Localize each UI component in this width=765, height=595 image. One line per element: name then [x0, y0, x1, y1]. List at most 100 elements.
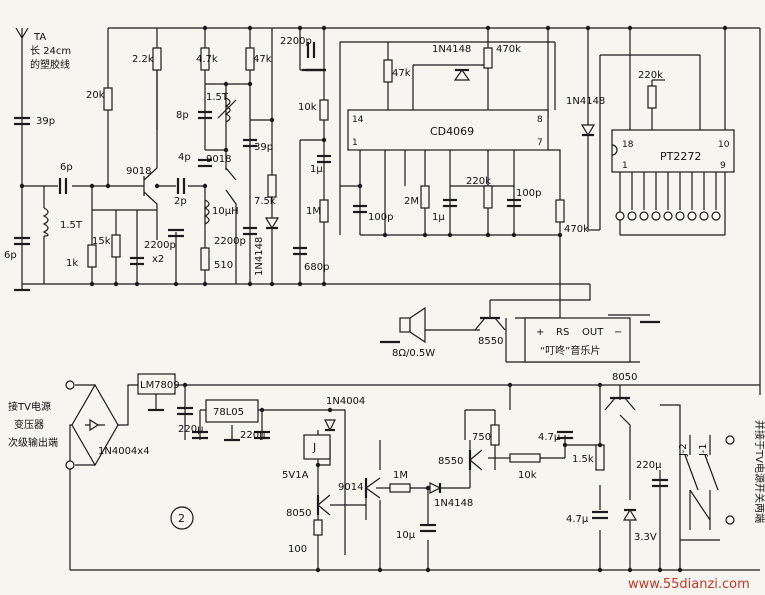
label-r10k-a: 10k: [298, 102, 317, 113]
junction-dots: [19, 25, 728, 573]
label-j2: J-2: [678, 443, 689, 457]
label-pin1: 1: [352, 138, 358, 148]
label-c220u-b: 220μ: [240, 430, 266, 441]
label-q8050-b: 8050: [612, 372, 637, 383]
label-c680p: 680p: [304, 262, 329, 273]
antenna-symbol: [15, 27, 29, 40]
label-r220k-b: 220k: [638, 70, 663, 81]
label-c4-7u-a: 4.7μ: [538, 432, 561, 443]
cd4069-ic: [347, 109, 549, 151]
pt2272-pin-circles: [615, 211, 721, 221]
label-c6p-left: 6p: [4, 250, 17, 261]
label-r2-2k: 2.2k: [132, 54, 154, 65]
resistor-symbols: [87, 47, 657, 536]
label-d1n4148-a: 1N4148: [254, 237, 265, 276]
input-note-1: 接TV电源: [8, 400, 51, 413]
label-c220u-a: 220μ: [178, 424, 204, 435]
label-lm7809: LM7809: [140, 380, 180, 391]
label-pin8: 8: [537, 115, 543, 125]
label-d1n4004: 1N4004: [326, 396, 365, 407]
label-l10uh: 10μH: [212, 206, 239, 217]
coil-symbols: [42, 97, 237, 237]
label-r100: 100: [288, 544, 307, 555]
label-r470k-b: 470k: [564, 224, 589, 235]
label-q9018-b: 9018: [206, 154, 231, 165]
label-c39p-b: 39p: [254, 142, 273, 153]
label-pin1b: 1: [622, 161, 628, 171]
label-music-minus: −: [614, 327, 622, 338]
regulators: [137, 373, 259, 423]
label-music-rs: RS: [556, 327, 569, 338]
label-c4-7u-b: 4.7μ: [566, 514, 589, 525]
label-d1n4148-d: 1N4148: [434, 498, 473, 509]
upper-wires: [21, 27, 761, 395]
label-c220u-c: 220μ: [636, 460, 662, 471]
label-d1n4148-c: 1N4148: [566, 96, 605, 107]
antenna-label-3: 的塑胶线: [30, 58, 70, 71]
label-c39p: 39p: [36, 116, 55, 127]
label-pin7: 7: [537, 138, 543, 148]
label-q8050-a: 8050: [286, 508, 311, 519]
label-pin14: 14: [352, 115, 364, 125]
label-r1m-b: 1M: [393, 470, 408, 481]
label-c100p-b: 100p: [516, 188, 541, 199]
label-coil-1-5t: 1.5T: [206, 92, 229, 103]
label-cd4069: CD4069: [430, 125, 474, 138]
antenna-label-1: TA: [33, 32, 46, 43]
input-note-3: 次级输出端: [8, 436, 58, 449]
label-c4p: 4p: [178, 152, 191, 163]
pt2272-notch: [611, 144, 618, 156]
label-pin10: 10: [718, 140, 730, 150]
label-r2m: 2M: [404, 196, 419, 207]
label-r1k: 1k: [66, 258, 78, 269]
diode-symbols: [264, 68, 638, 521]
label-r4-7k: 4.7k: [196, 54, 218, 65]
label-music-plus: +: [536, 327, 544, 338]
label-78l05: 78L05: [213, 407, 244, 418]
input-note-2: 变压器: [14, 418, 44, 431]
label-r1-5k: 1.5k: [572, 454, 594, 465]
label-r20k: 20k: [86, 90, 105, 101]
label-c2200p-x2: 2200p: [144, 240, 176, 251]
label-pin9: 9: [720, 161, 726, 171]
output-note: 并接于TV电源开关两端: [753, 420, 765, 523]
label-music-chip: “叮咚”音乐片: [540, 344, 600, 357]
label-c6p-top: 6p: [60, 162, 73, 173]
speaker-symbol: [380, 306, 426, 344]
input-terminals: [65, 380, 735, 525]
label-r1m: 1M: [306, 206, 321, 217]
relay-contacts: [684, 454, 719, 530]
label-c2200p-b: 2200p: [214, 236, 246, 247]
transistor-symbols: [316, 316, 636, 516]
label-q8550-a: 8550: [478, 336, 503, 347]
label-r47k-a: 47k: [253, 54, 272, 65]
label-q8550-b: 8550: [438, 456, 463, 467]
label-c2p: 2p: [174, 196, 187, 207]
ground-symbols: [14, 68, 660, 442]
antenna-label-2: 长 24cm: [30, 45, 71, 57]
label-speaker: 8Ω/0.5W: [392, 348, 435, 359]
label-r15k: 15k: [92, 236, 111, 247]
label-c1u-b: 1μ: [432, 212, 445, 223]
label-r470k-a: 470k: [496, 44, 521, 55]
label-c2200p-top: 2200p: [280, 36, 312, 47]
relay-coil: [303, 434, 331, 460]
bridge-rectifier: [71, 383, 119, 467]
label-r10k-b: 10k: [518, 470, 537, 481]
label-r750: 750: [472, 432, 491, 443]
label-d1n4148-b: 1N4148: [432, 44, 471, 55]
label-r7-5k: 7.5k: [254, 196, 276, 207]
label-relay: J: [312, 441, 316, 454]
label-c10u: 10μ: [396, 530, 416, 541]
watermark: www.55dianzi.com: [628, 577, 750, 592]
label-r47k-b: 47k: [392, 68, 411, 79]
label-relay-spec: 5V1A: [282, 470, 309, 481]
label-r510: 510: [214, 260, 233, 271]
label-r220k-a: 220k: [466, 176, 491, 187]
label-j1: J-1: [698, 443, 709, 457]
label-music-out: OUT: [582, 327, 604, 338]
label-q9018-a: 9018: [126, 166, 151, 177]
capacitor-symbols: [14, 42, 668, 533]
music-chip: [524, 317, 631, 363]
